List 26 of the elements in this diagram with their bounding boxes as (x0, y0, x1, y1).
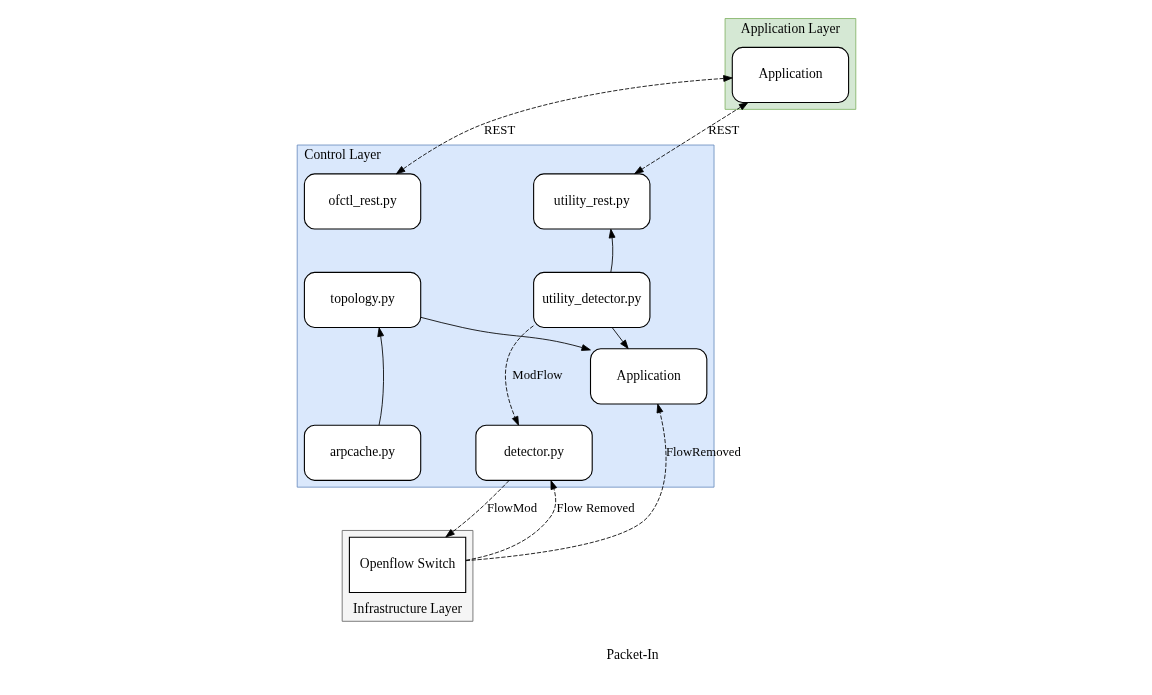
arrow (608, 228, 615, 273)
node-box: topology.py (303, 271, 421, 329)
node-box: detector.py (474, 424, 593, 481)
node-box: Application (589, 348, 707, 405)
arrow (376, 327, 384, 426)
edge-label: Flow Removed (556, 500, 635, 515)
edge-label: ModFlow (511, 368, 563, 383)
node-box: arpcache.py (303, 424, 421, 481)
label: Packet-In (606, 646, 659, 662)
edge-label: REST (483, 122, 515, 137)
edge-label: REST (707, 122, 739, 137)
edge-label: FlowMod (486, 500, 537, 515)
arrow (465, 403, 666, 562)
arrow (465, 480, 557, 561)
node-box: Application (731, 46, 849, 104)
edge-label: FlowRemoved (665, 444, 741, 459)
arrow (419, 316, 591, 351)
node-box: ofctl_rest.py (303, 173, 421, 230)
arrow (395, 75, 733, 175)
node-box: utility_rest.py (532, 173, 650, 230)
arrow (444, 480, 509, 538)
arrow (611, 327, 629, 349)
node-box: utility_detector.py (532, 271, 650, 329)
arrow (633, 102, 748, 175)
node-box: Openflow Switch (348, 536, 466, 593)
arrow (504, 325, 534, 426)
